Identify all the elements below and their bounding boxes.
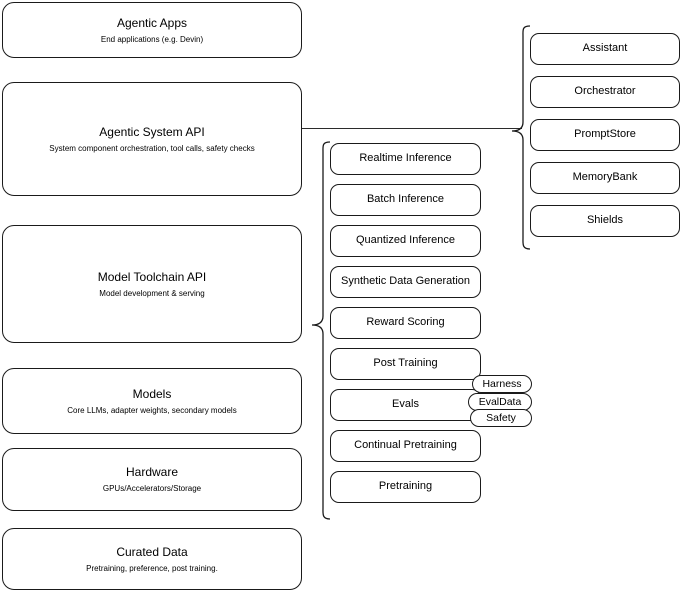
evals-badge-safety[interactable]: Safety [470,409,532,427]
component-label: MemoryBank [572,171,638,184]
layer-title: Curated Data [116,544,188,559]
capability-box-pretraining[interactable]: Pretraining [330,471,481,503]
layer-box-model-toolchain-api[interactable]: Model Toolchain API Model development & … [2,225,302,343]
capability-label: Reward Scoring [366,316,445,329]
capability-box-reward-scoring[interactable]: Reward Scoring [330,307,481,339]
evals-badge-harness[interactable]: Harness [472,375,532,393]
layer-title: Hardware [125,465,179,479]
component-box-promptstore[interactable]: PromptStore [530,119,680,151]
layer-title: Agentic System API [99,124,205,139]
capability-label: Synthetic Data Generation [340,275,471,288]
layer-title: Model Toolchain API [97,269,207,284]
capability-label: Continual Pretraining [354,439,457,452]
evals-badge-label: EvalData [478,396,522,408]
layer-title: Models [132,386,172,401]
connector-line-agentic-system-api [302,128,522,129]
capability-label: Quantized Inference [355,234,456,247]
capability-box-synthetic-data-generation[interactable]: Synthetic Data Generation [330,266,481,298]
capability-box-quantized-inference[interactable]: Quantized Inference [330,225,481,257]
layer-subtitle: Model development & serving [99,288,205,298]
evals-badge-label: Harness [482,378,522,390]
component-box-memorybank[interactable]: MemoryBank [530,162,680,194]
capability-box-continual-pretraining[interactable]: Continual Pretraining [330,430,481,462]
layer-subtitle: Core LLMs, adapter weights, secondary mo… [67,405,237,415]
component-box-assistant[interactable]: Assistant [530,33,680,65]
layer-box-models[interactable]: Models Core LLMs, adapter weights, secon… [2,368,302,434]
component-box-orchestrator[interactable]: Orchestrator [530,76,680,108]
component-label: Orchestrator [574,85,636,98]
layer-box-curated-data[interactable]: Curated Data Pretraining, preference, po… [2,528,302,590]
evals-badge-evaldata[interactable]: EvalData [468,393,532,411]
layer-title: Agentic Apps [116,15,188,30]
layer-box-agentic-system-api[interactable]: Agentic System API System component orch… [2,82,302,196]
brace-model-toolchain [311,141,331,520]
brace-agentic-system [511,25,531,250]
capability-box-realtime-inference[interactable]: Realtime Inference [330,143,481,175]
component-box-shields[interactable]: Shields [530,205,680,237]
capability-label: Realtime Inference [359,152,452,165]
capability-label: Pretraining [378,480,433,493]
capability-label: Batch Inference [366,193,445,206]
layer-subtitle: GPUs/Accelerators/Storage [102,484,202,493]
layer-subtitle: System component orchestration, tool cal… [49,143,255,153]
component-label: Assistant [582,42,628,55]
layer-box-hardware[interactable]: Hardware GPUs/Accelerators/Storage [2,448,302,511]
layer-subtitle: End applications (e.g. Devin) [100,34,204,44]
layer-subtitle: Pretraining, preference, post training. [86,563,218,573]
evals-badge-label: Safety [486,412,516,424]
component-label: Shields [586,214,624,227]
layer-box-agentic-apps[interactable]: Agentic Apps End applications (e.g. Devi… [2,2,302,58]
capability-box-batch-inference[interactable]: Batch Inference [330,184,481,216]
capability-label: Evals [392,398,419,411]
capability-box-post-training[interactable]: Post Training [330,348,481,380]
capability-box-evals[interactable]: Evals [330,389,481,421]
capability-label: Post Training [373,357,438,370]
component-label: PromptStore [574,128,636,141]
